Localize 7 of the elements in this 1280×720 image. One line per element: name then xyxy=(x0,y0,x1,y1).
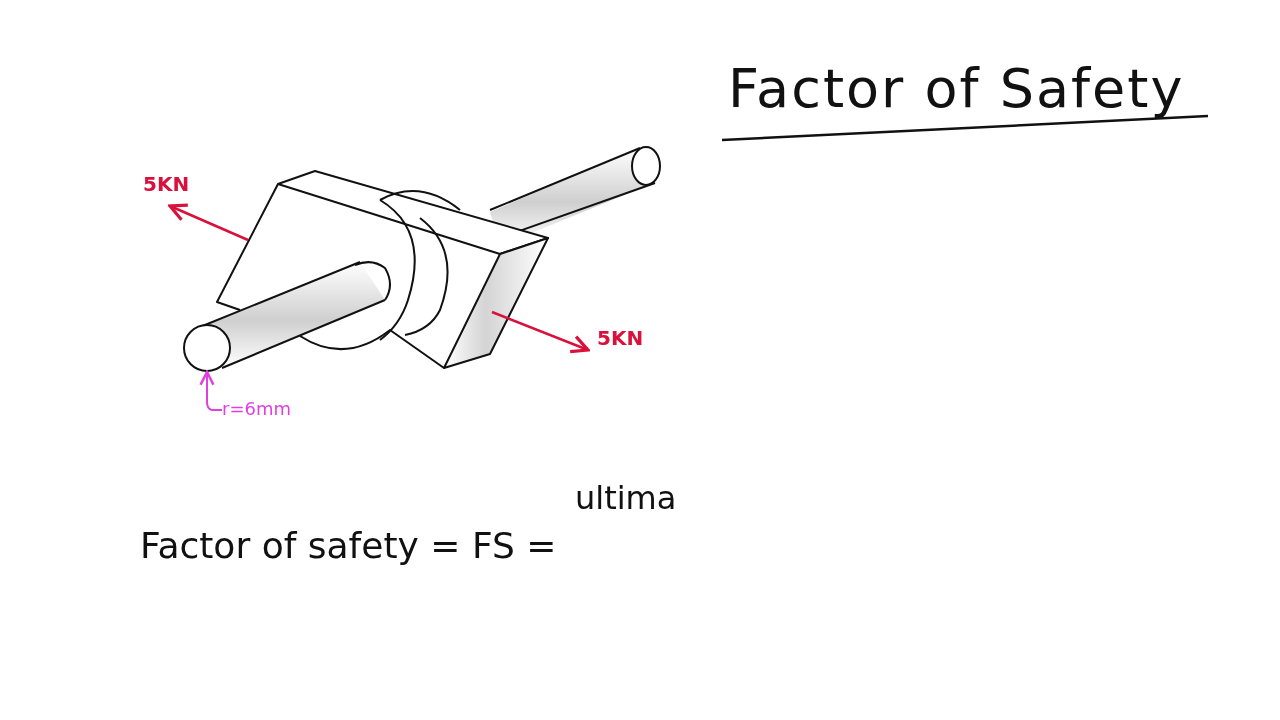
formula-text: Factor of safety = FS = xyxy=(140,528,557,564)
formula-text: ultima xyxy=(575,482,677,514)
force-label: 5KN xyxy=(143,174,190,194)
radius-label: r=6mm xyxy=(222,400,291,418)
rod-end xyxy=(183,324,231,372)
force-label: 5KN xyxy=(597,328,644,348)
title: Factor of Safety xyxy=(728,62,1185,116)
